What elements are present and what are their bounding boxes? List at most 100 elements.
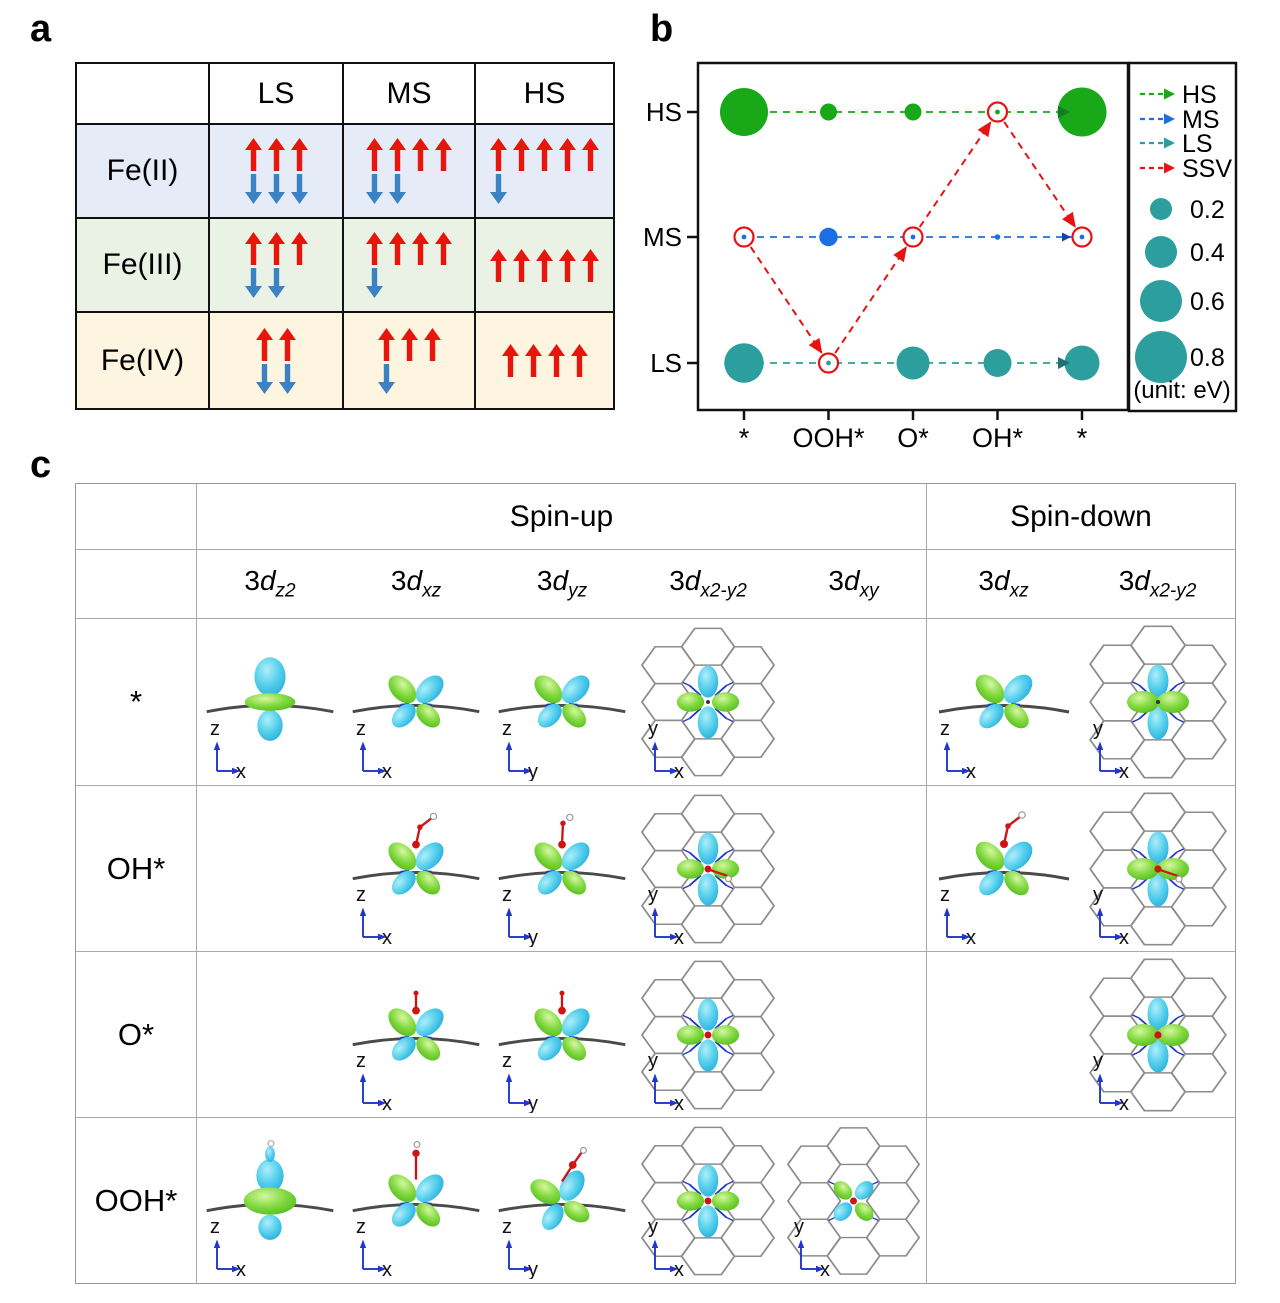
svg-text:x: x [1119,761,1129,781]
spin-up-arrow-icon [256,327,273,361]
orbital-top-view-x2y2g [1088,625,1227,779]
svg-text:x: x [820,1259,830,1279]
orbital-top-view-x2y2 [640,960,776,1109]
svg-text:x: x [236,761,246,781]
spin-up-arrow-icon [400,327,418,361]
orbital-top-view-x2y2g [1088,792,1227,945]
axis-indicator-zx: zx [356,1051,392,1113]
spin-up-arrow-icon [366,138,383,171]
spin-up-arrow-icon [366,232,383,265]
spin-config-cell [476,125,613,219]
orbital-side-view-xz [498,675,626,728]
axis-indicator-zy: zy [502,885,538,947]
svg-text:y: y [648,719,658,740]
orbital-row-label: OH* [76,786,197,952]
axis-indicator-zy: zy [502,1217,538,1279]
svg-text:HS: HS [646,97,682,127]
axis-indicator-yx: yx [648,885,684,947]
svg-text:z: z [940,719,950,740]
axis-indicator-zy: zy [502,1051,538,1113]
spin-up-arrow-icon [501,344,519,377]
orbital-column-header: 3dxy [781,550,927,619]
svg-text:y: y [1093,719,1103,740]
svg-text:x: x [382,1093,392,1113]
spin-up-arrow-icon [547,344,565,377]
svg-text:*: * [739,423,750,453]
axis-indicator-yx: yx [1093,885,1129,947]
svg-text:0.2: 0.2 [1190,196,1225,224]
svg-text:x: x [674,761,684,781]
orbital-side-view-xz [498,990,626,1061]
spin-up-arrow-icon [524,344,542,377]
svg-text:(unit: eV): (unit: eV) [1133,377,1230,404]
axis-indicator-zx: zx [356,885,392,947]
svg-text:z: z [356,719,366,740]
spin-up-arrow-icon [290,138,308,171]
spin-config-cell [210,219,344,313]
axis-indicator-zx: zx [940,885,976,947]
orbital-column-header: 3dx2-y2 [635,550,781,619]
spin-up-arrow-icon [435,138,452,171]
spin-up-arrow-icon [435,232,452,265]
orbital-side-view-xz [938,810,1069,895]
svg-text:x: x [1119,927,1129,947]
spin-up-arrow-icon [412,138,429,171]
orbital-column-header: 3dxz [343,550,489,619]
spin-up-arrow-icon [279,327,296,361]
svg-text:x: x [966,927,976,947]
spin-up-arrow-icon [570,344,588,377]
svg-text:z: z [210,719,220,740]
panel-label-b: b [650,8,674,50]
spin-config-cell [476,219,613,313]
axis-indicator-yx: yx [648,1217,684,1279]
axis-indicator-zx: zx [356,1217,392,1279]
svg-text:y: y [648,1217,658,1238]
orbital-column-header: 3dz2 [197,550,343,619]
orbital-cell [927,1118,1080,1283]
orbital-side-view-xz [938,674,1069,729]
spin-up-arrow-icon [513,248,530,282]
svg-text:y: y [648,1051,658,1072]
spin-up-arrow-icon [290,232,308,265]
spin-table-row-label: Fe(III) [77,219,210,313]
orbital-top-view-x2y2 [640,1126,776,1275]
orbital-top-view-xy [786,1126,921,1275]
spin-up-arrow-icon [513,138,530,171]
svg-text:x: x [382,761,392,781]
svg-text:x: x [236,1259,246,1279]
spin-down-arrow-icon [290,174,308,204]
svg-text:0.8: 0.8 [1190,344,1225,372]
orbital-row-label: OOH* [76,1118,197,1283]
spin-down-arrow-icon [267,174,285,204]
spin-up-arrow-icon [267,138,285,171]
svg-text:*: * [1077,423,1088,453]
svg-text:y: y [528,1093,538,1113]
orbital-top-view-x2y2 [640,794,776,943]
svg-text:y: y [528,1259,538,1279]
orbital-side-view-xz [352,812,480,895]
orbital-table-spin-down-header: Spin-down [927,484,1235,550]
svg-text:x: x [382,1259,392,1279]
spin-up-arrow-icon [559,248,576,282]
svg-text:z: z [502,1051,512,1072]
orbital-cell [781,952,927,1118]
svg-text:y: y [528,761,538,781]
axis-indicator-yx: yx [1093,719,1129,781]
spin-up-arrow-icon [267,232,285,265]
svg-text:x: x [674,1093,684,1113]
svg-text:z: z [356,1217,366,1238]
svg-text:OOH*: OOH* [792,423,865,453]
spin-down-arrow-icon [366,268,383,298]
svg-text:z: z [502,1217,512,1238]
